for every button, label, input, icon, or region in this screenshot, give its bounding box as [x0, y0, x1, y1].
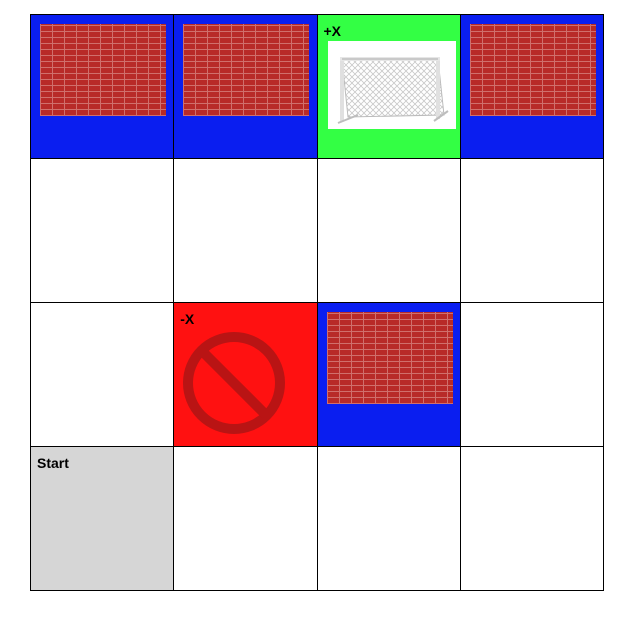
gridworld-board: +X -X — [30, 14, 604, 591]
wall-cell[interactable] — [174, 15, 318, 159]
goal-cell[interactable]: +X — [317, 15, 461, 159]
goal-reward-label: +X — [323, 23, 342, 39]
empty-cell[interactable] — [317, 159, 461, 303]
brick-wall-icon — [469, 24, 596, 116]
prohibited-icon — [183, 332, 286, 434]
empty-cell[interactable] — [31, 303, 175, 447]
empty-cell[interactable] — [460, 159, 604, 303]
brick-wall-icon — [183, 24, 310, 116]
empty-cell[interactable] — [31, 159, 175, 303]
empty-cell[interactable] — [174, 447, 318, 591]
wall-cell[interactable] — [460, 15, 604, 159]
empty-cell[interactable] — [460, 303, 604, 447]
start-cell[interactable]: Start — [31, 447, 175, 591]
brick-wall-icon — [326, 312, 453, 404]
wall-cell[interactable] — [317, 303, 461, 447]
start-label: Start — [37, 455, 69, 471]
wall-cell[interactable] — [31, 15, 175, 159]
soccer-goal-icon — [327, 41, 456, 129]
empty-cell[interactable] — [317, 447, 461, 591]
empty-cell[interactable] — [174, 159, 318, 303]
penalty-cell[interactable]: -X — [174, 303, 318, 447]
penalty-label: -X — [180, 311, 195, 327]
empty-cell[interactable] — [460, 447, 604, 591]
brick-wall-icon — [40, 24, 166, 116]
